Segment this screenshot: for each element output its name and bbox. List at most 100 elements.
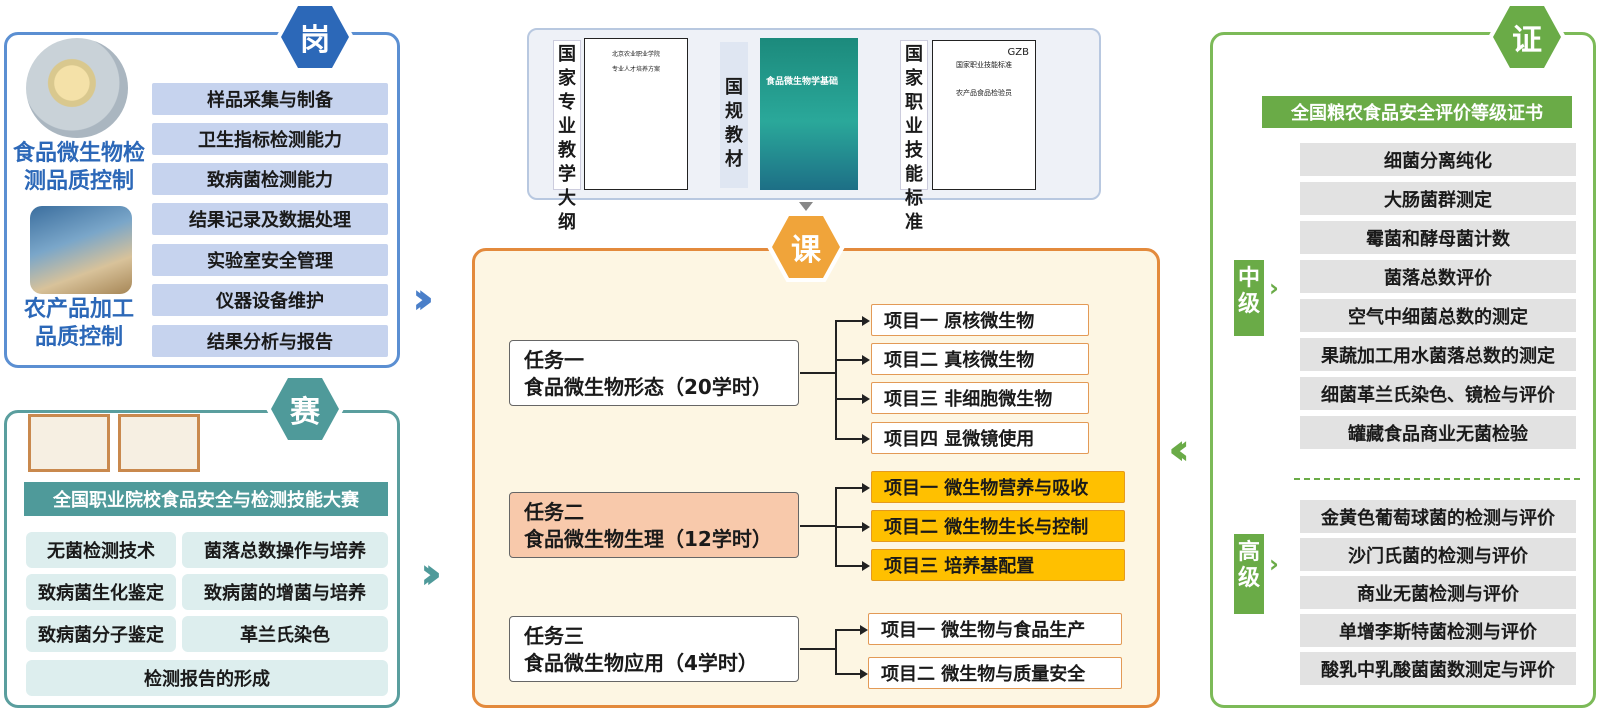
arrow-icon [860,669,868,679]
connector [800,372,835,374]
sai-cell: 致病菌分子鉴定 [26,616,176,652]
connector [835,673,861,675]
lab-worker-photo [30,206,132,294]
sai-cell: 菌落总数操作与培养 [182,532,388,568]
gang-item: 结果分析与报告 [152,325,388,357]
sai-cell: 检测报告的形成 [26,660,388,696]
connector [835,320,837,439]
project-item: 项目三 培养基配置 [871,549,1125,581]
sai-cell: 无菌检测技术 [26,532,176,568]
syllabus-doc-title: 北京农业职业学院 [611,51,660,58]
mid-cert-item: 果蔬加工用水菌落总数的测定 [1300,338,1576,371]
textbook-title: 食品微生物学基础 [766,77,839,87]
gang-badge-label: 岗 [300,23,330,58]
connector [835,487,863,489]
syllabus-label: 国家专业教学大纲 [553,40,581,233]
task-1-subtitle: 食品微生物形态（20学时） [524,375,772,399]
award-certificate-image [28,414,110,472]
sai-badge: 赛 [271,378,339,440]
food-lab-photo [26,38,128,138]
gang-item: 卫生指标检测能力 [152,123,388,155]
project-item: 项目二 微生物与质量安全 [868,657,1122,689]
project-item: 项目四 显微镜使用 [871,422,1089,454]
connector [800,525,835,527]
mid-cert-item: 霉菌和酵母菌计数 [1300,221,1576,254]
sai-cell: 致病菌的增菌与培养 [182,574,388,610]
task-2: 任务二 食品微生物生理（12学时） [509,492,799,558]
gang-role-food-line1: 食品微生物检 [12,141,145,166]
syllabus-doc-sub: 专业人才培养方案 [611,66,660,73]
project-item: 项目一 原核微生物 [871,304,1089,336]
connector [835,438,863,440]
textbook-cover: 食品微生物学基础 [760,38,858,190]
project-item: 项目二 微生物生长与控制 [871,510,1125,542]
sai-title: 全国职业院校食品安全与检测技能大赛 [24,482,388,516]
connector [835,320,863,322]
task-2-title: 任务二 [524,500,584,524]
standard-doc-code: GZB [1007,47,1029,58]
chevron-left-icon: ‹‹ [1168,424,1191,475]
gang-role-agri-line2: 品质控制 [34,325,123,350]
project-item: 项目一 微生物营养与吸收 [871,471,1125,503]
connector [835,565,863,567]
arrow-icon [860,625,868,635]
sai-badge-label: 赛 [290,395,320,430]
standard-doc-sub: 农产品食品检验员 [956,89,1012,97]
sai-cell: 革兰氏染色 [182,616,388,652]
high-level-label: 高级 [1234,534,1264,614]
mid-cert-item: 罐藏食品商业无菌检验 [1300,416,1576,449]
task-3-title: 任务三 [524,624,584,648]
gang-role-agri-line1: 农产品加工 [23,297,134,322]
sai-cell: 致病菌生化鉴定 [26,574,176,610]
gang-role-food-line2: 测品质控制 [23,169,134,194]
high-cert-item: 金黄色葡萄球菌的检测与评价 [1300,500,1576,533]
mid-cert-item: 大肠菌群测定 [1300,182,1576,215]
standard-document: GZB 国家职业技能标准 农产品食品检验员 [932,40,1036,190]
task-2-subtitle: 食品微生物生理（12学时） [524,527,772,551]
standard-label: 国家职业技能标准 [900,40,928,233]
chevron-right-icon: ›› [420,548,443,599]
mid-cert-item: 空气中细菌总数的测定 [1300,299,1576,332]
task-1: 任务一 食品微生物形态（20学时） [509,340,799,406]
gang-item: 致病菌检测能力 [152,163,388,195]
mid-level-label: 中级 [1234,260,1264,336]
arrow-icon [862,561,870,571]
down-arrow-icon [799,202,813,211]
arrow-icon [862,483,870,493]
task-3-subtitle: 食品微生物应用（4学时） [524,651,758,675]
arrow-icon [862,394,870,404]
syllabus-document: 北京农业职业学院 专业人才培养方案 [584,38,688,190]
project-item: 项目三 非细胞微生物 [871,382,1089,414]
chevron-right-icon: › [1269,274,1279,302]
zheng-badge-label: 证 [1512,23,1542,58]
task-1-title: 任务一 [524,348,584,372]
gang-item: 仪器设备维护 [152,284,388,316]
connector [800,648,835,650]
gang-item: 样品采集与制备 [152,83,388,115]
connector [835,359,863,361]
high-cert-item: 酸乳中乳酸菌菌数测定与评价 [1300,652,1576,685]
award-certificate-image [118,414,200,472]
level-divider [1294,478,1580,480]
high-cert-item: 单增李斯特菌检测与评价 [1300,614,1576,647]
connector [835,398,863,400]
connector [835,526,863,528]
arrow-icon [862,355,870,365]
chevron-right-icon: › [1269,550,1279,578]
connector [835,629,837,674]
gang-item: 实验室安全管理 [152,244,388,276]
textbook-label: 国规教材 [720,42,748,188]
connector [835,629,861,631]
high-cert-item: 商业无菌检测与评价 [1300,576,1576,609]
gang-item: 结果记录及数据处理 [152,203,388,235]
mid-cert-item: 细菌革兰氏染色、镜检与评价 [1300,377,1576,410]
chevron-right-icon: ›› [412,273,435,324]
mid-cert-item: 菌落总数评价 [1300,260,1576,293]
standard-doc-title: 国家职业技能标准 [956,61,1012,69]
mid-cert-item: 细菌分离纯化 [1300,143,1576,176]
task-3: 任务三 食品微生物应用（4学时） [509,616,799,682]
arrow-icon [862,316,870,326]
high-cert-item: 沙门氏菌的检测与评价 [1300,538,1576,571]
gang-badge: 岗 [281,6,349,68]
zheng-badge: 证 [1493,6,1561,68]
